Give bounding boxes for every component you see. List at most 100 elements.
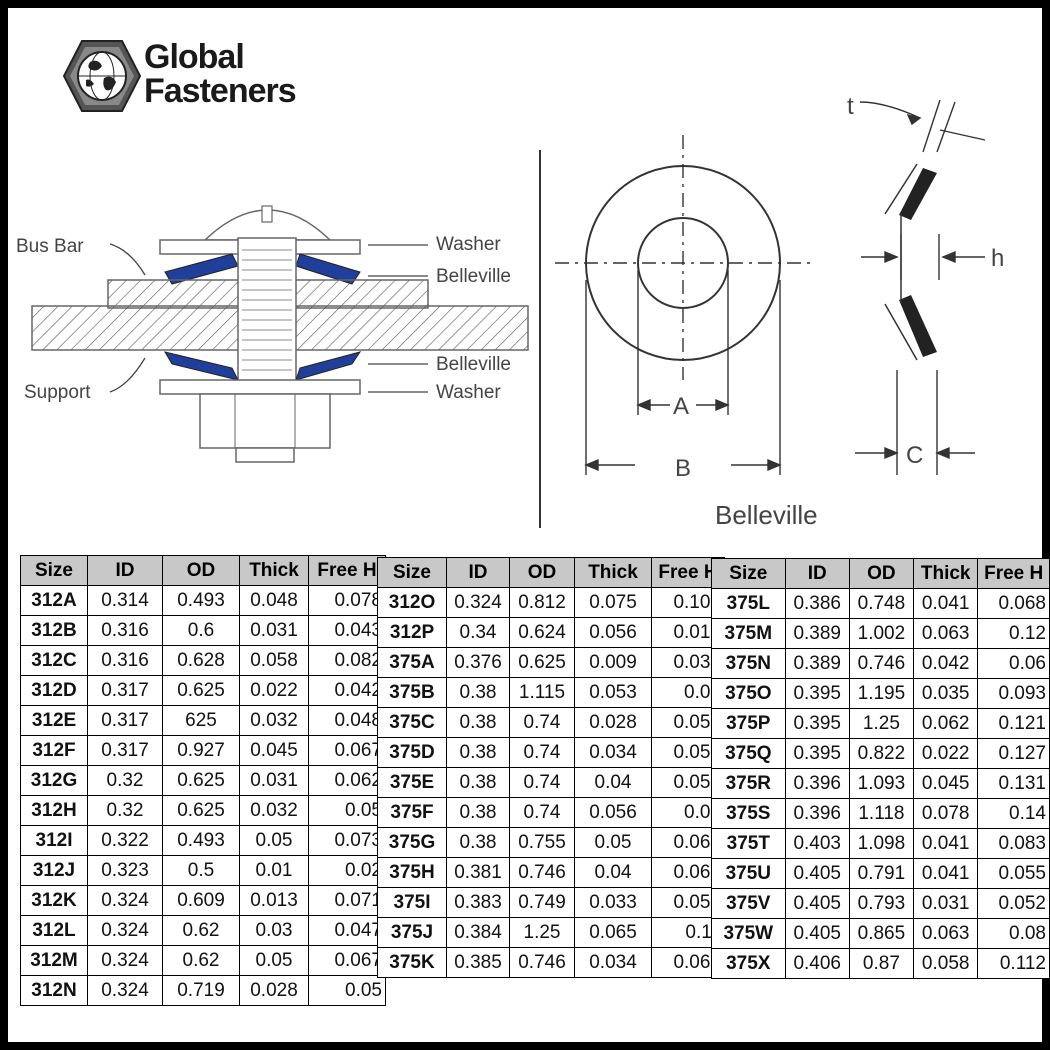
column-header-size: Size [377, 557, 447, 588]
cell-size: 375X [711, 948, 786, 979]
cell-free-h: 0.05 [308, 795, 386, 826]
cell-size: 312J [20, 855, 88, 886]
cell-thick: 0.028 [574, 707, 652, 738]
cell-size: 312E [20, 705, 88, 736]
cell-od: 0.624 [509, 617, 575, 648]
cell-thick: 0.032 [239, 705, 309, 736]
inner-diameter-circle [637, 217, 729, 309]
cell-size: 312M [20, 945, 88, 976]
column-header-id: ID [446, 557, 510, 588]
cell-id: 0.324 [446, 587, 510, 618]
column-header-id: ID [784, 558, 850, 589]
cell-od: 0.493 [162, 585, 240, 616]
cell-thick: 0.075 [574, 587, 652, 618]
belleville-dimension-diagram: A B Belleville t h C [555, 93, 1004, 530]
cell-thick: 0.056 [574, 617, 652, 648]
cell-id: 0.395 [784, 708, 850, 739]
cell-thick: 0.05 [574, 827, 652, 858]
cell-size: 375F [377, 797, 447, 828]
cell-size: 312N [20, 975, 88, 1006]
cell-od: 1.195 [848, 678, 915, 709]
cell-free-h: 0.073 [308, 825, 386, 856]
cell-od: 0.865 [848, 918, 915, 949]
logo-text-line1: Global [144, 38, 245, 76]
cell-thick: 0.013 [239, 885, 309, 916]
cell-free-h: 0.093 [977, 678, 1050, 709]
cell-id: 0.395 [784, 738, 850, 769]
cell-thick: 0.031 [239, 765, 309, 796]
cell-id: 0.384 [446, 917, 510, 948]
cell-id: 0.396 [784, 768, 850, 799]
cell-od: 0.625 [162, 795, 240, 826]
cell-od: 0.812 [509, 587, 575, 618]
cell-od: 0.628 [162, 645, 240, 676]
column-header-size: Size [711, 558, 786, 589]
cell-id: 0.395 [784, 678, 850, 709]
cell-size: 375J [377, 917, 447, 948]
cell-thick: 0.05 [239, 945, 309, 976]
cell-size: 312F [20, 735, 88, 766]
cell-id: 0.38 [446, 827, 510, 858]
dim-label-c: C [906, 442, 923, 469]
cell-free-h: 0.127 [977, 738, 1050, 769]
cell-od: 0.62 [162, 945, 240, 976]
belleville-profile-bottom [899, 295, 937, 357]
cell-id: 0.38 [446, 707, 510, 738]
cell-size: 375V [711, 888, 786, 919]
cell-size: 312C [20, 645, 88, 676]
cell-thick: 0.053 [574, 677, 652, 708]
cell-id: 0.403 [784, 828, 850, 859]
cell-thick: 0.048 [239, 585, 309, 616]
cell-id: 0.389 [784, 648, 850, 679]
cell-size: 375B [377, 677, 447, 708]
cell-id: 0.406 [784, 948, 850, 979]
global-fasteners-logo: Global Fasteners [62, 38, 332, 118]
cell-od: 0.625 [162, 765, 240, 796]
cell-thick: 0.042 [913, 648, 979, 679]
cell-thick: 0.033 [574, 887, 652, 918]
cell-free-h: 0.08 [977, 918, 1050, 949]
cell-free-h: 0.06 [977, 648, 1050, 679]
cell-thick: 0.01 [239, 855, 309, 886]
caption-belleville: Belleville [715, 500, 818, 530]
cell-thick: 0.028 [239, 975, 309, 1006]
cell-thick: 0.063 [913, 918, 979, 949]
cell-od: 0.625 [509, 647, 575, 678]
column-header-od: OD [848, 558, 915, 589]
cell-thick: 0.056 [574, 797, 652, 828]
column-header-od: OD [509, 557, 575, 588]
label-support: Support [24, 382, 91, 403]
cell-size: 312K [20, 885, 88, 916]
column-header-thick: Thick [574, 557, 652, 588]
cell-thick: 0.065 [574, 917, 652, 948]
cell-size: 375U [711, 858, 786, 889]
cell-free-h: 0.062 [308, 765, 386, 796]
cell-id: 0.383 [446, 887, 510, 918]
cell-od: 1.25 [509, 917, 575, 948]
cell-thick: 0.03 [239, 915, 309, 946]
cell-od: 625 [162, 705, 240, 736]
cell-od: 1.115 [509, 677, 575, 708]
